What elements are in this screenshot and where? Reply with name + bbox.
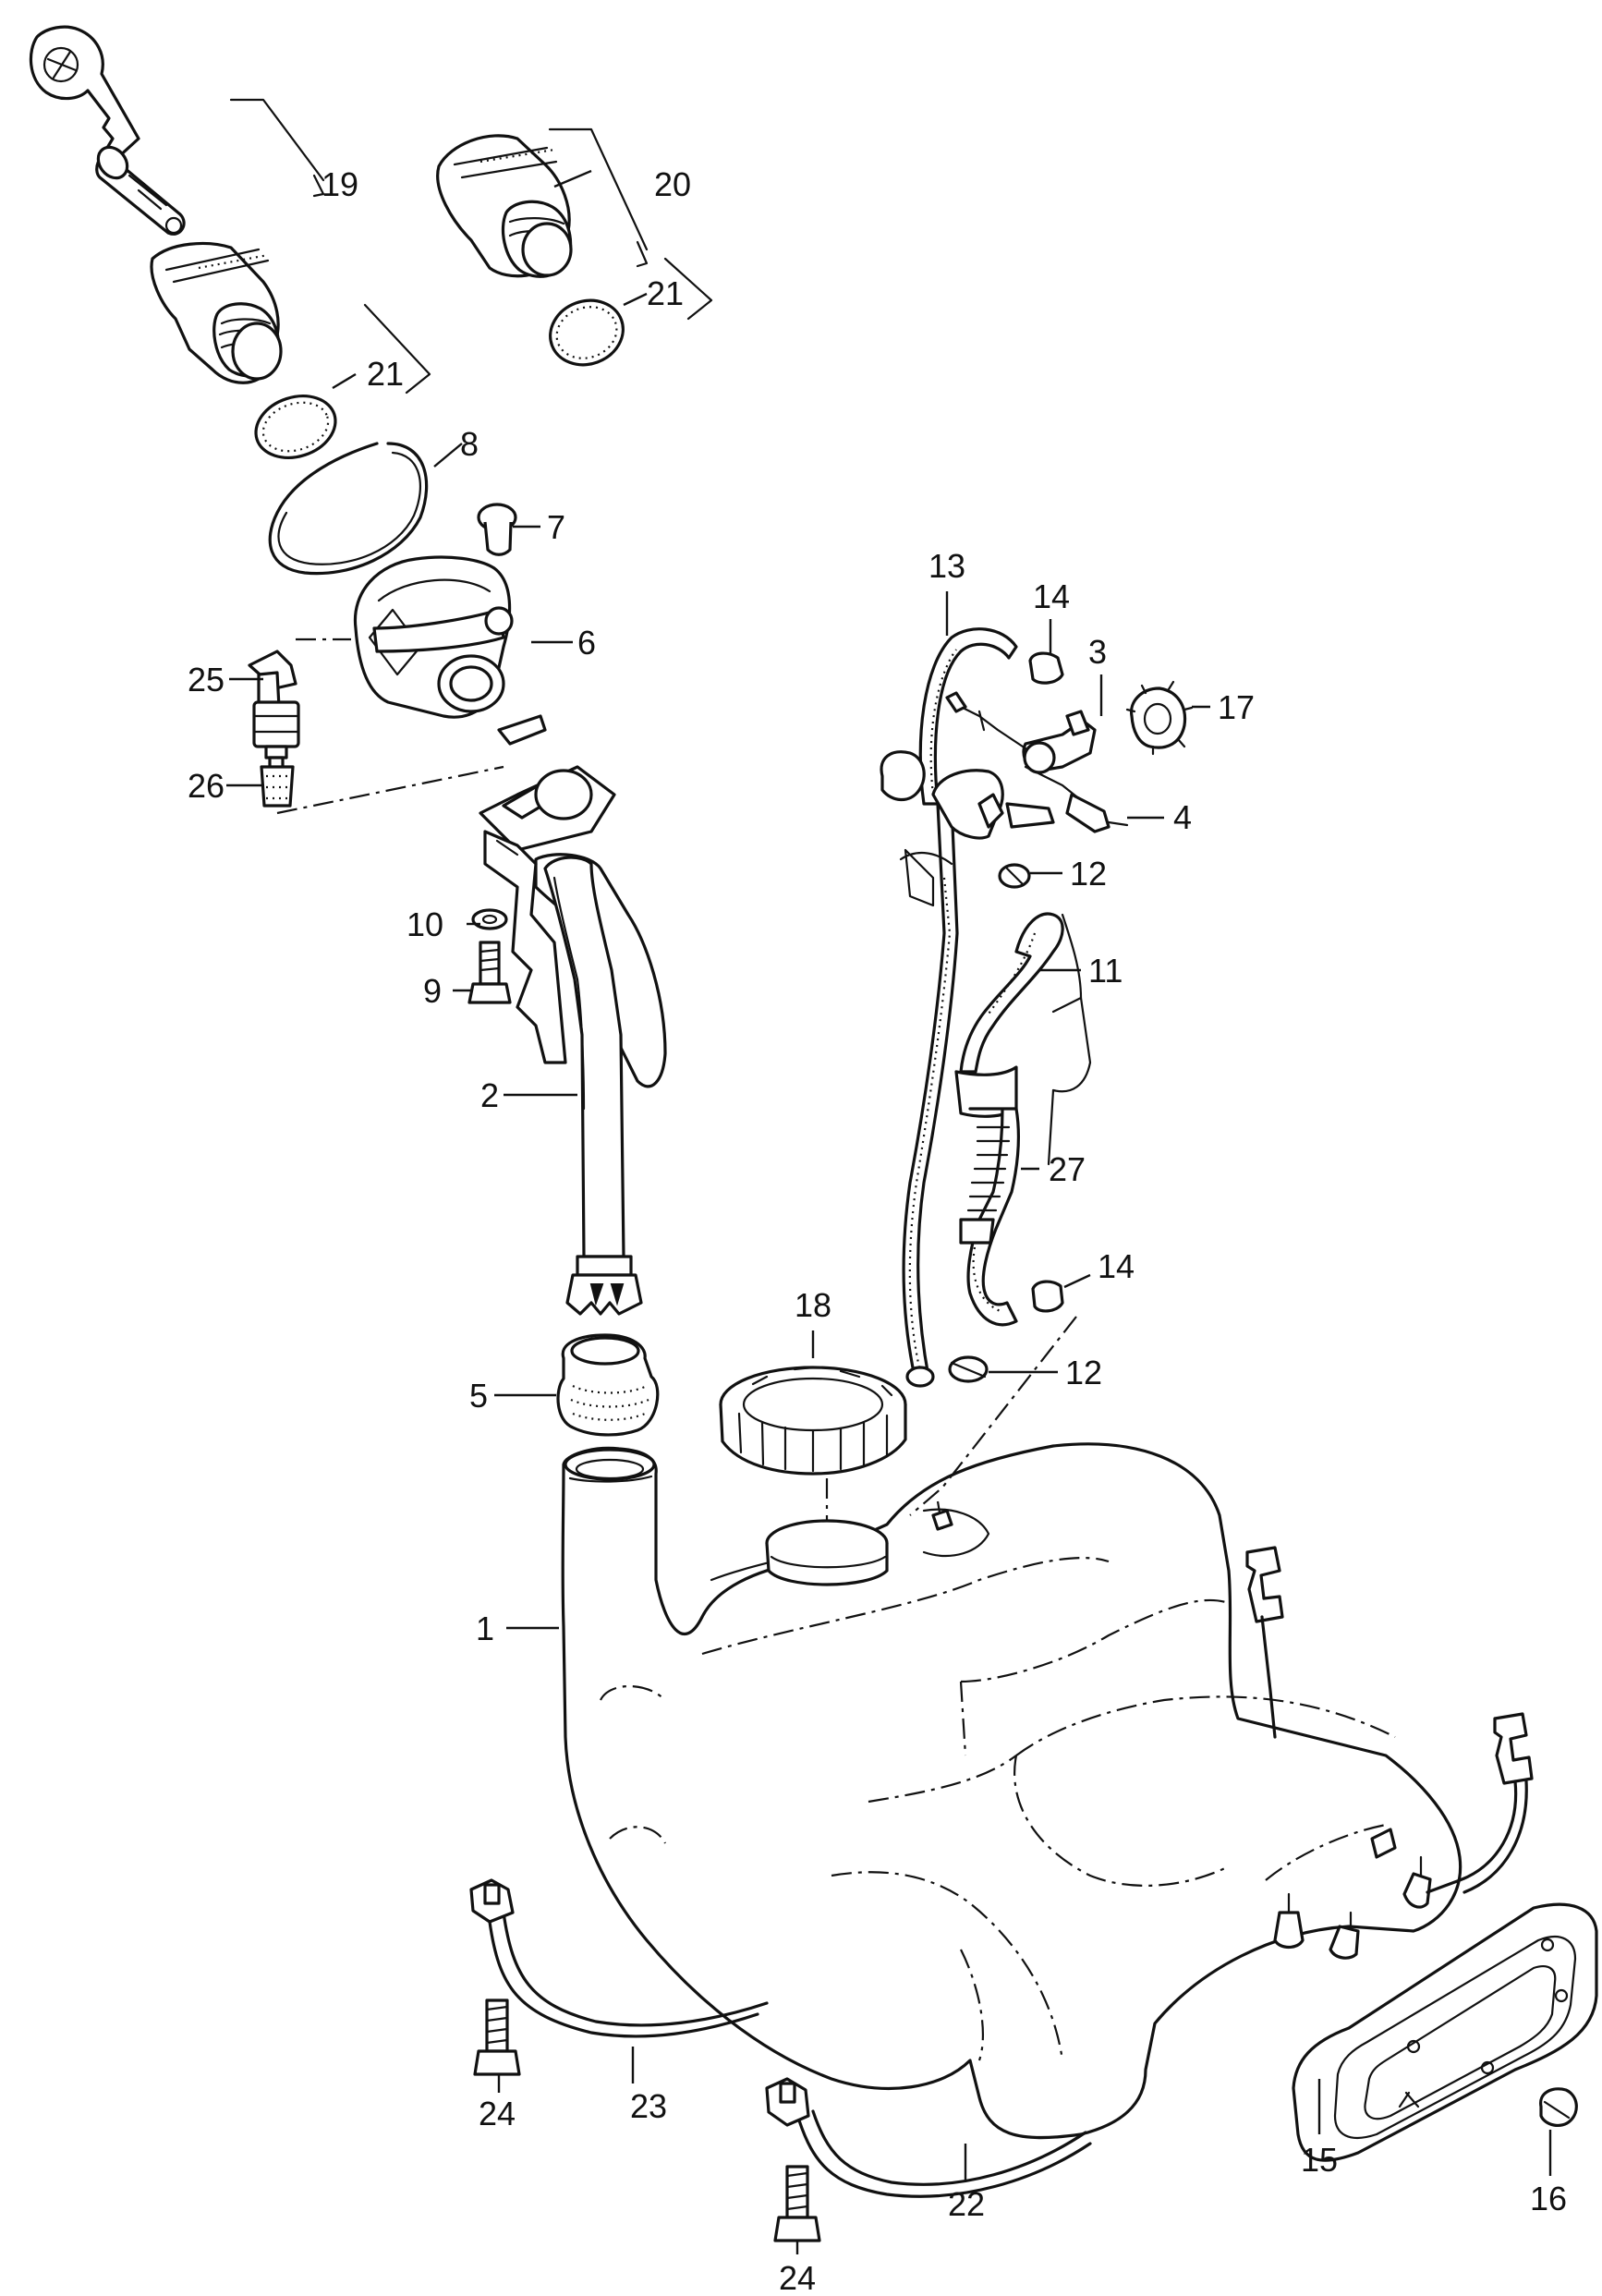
- part-6-filler-neck-housing: [353, 555, 547, 746]
- callout-13: 13: [928, 547, 965, 585]
- callout-4: 4: [1173, 798, 1192, 836]
- part-21-seal-ring-upper: [549, 298, 625, 367]
- vent-connector-bracket: [880, 750, 1092, 1166]
- callout-7: 7: [547, 508, 565, 546]
- part-14-hose-clamp-lower: [1031, 1280, 1064, 1313]
- key-drawing: [29, 25, 140, 161]
- callout-9: 9: [423, 972, 442, 1010]
- strap-hanger-right-upper: [1245, 1546, 1284, 1739]
- part-13-breather-hose: [902, 627, 1018, 1388]
- part-4-connector-plug: [1024, 765, 1129, 833]
- callout-12-lower: 12: [1065, 1354, 1102, 1391]
- part-12-clip-lower: [948, 1355, 989, 1383]
- part-24-bolt-right: [773, 2165, 821, 2242]
- locking-fuel-cap-drawing: [150, 241, 283, 384]
- callout-2: 2: [480, 1076, 499, 1114]
- part-5-grommet: [556, 1333, 660, 1437]
- callout-14-upper: 14: [1033, 577, 1070, 615]
- part-1-fuel-tank: [561, 1442, 1462, 2140]
- bracket-19: [229, 98, 431, 395]
- part-26-filter-sleeve: [260, 765, 295, 808]
- strap-hanger-right-lower: [1426, 1712, 1534, 1894]
- part-24-bolt-left: [473, 1998, 521, 2076]
- part-9-bolt: [467, 941, 512, 1004]
- callout-21-upper: 21: [647, 274, 684, 312]
- leader-lines: [226, 169, 1552, 2254]
- part-22-tank-strap: [765, 2077, 1092, 2198]
- callout-26: 26: [188, 767, 225, 805]
- part-16-clip: [1539, 2087, 1578, 2128]
- part-19-locking-cap-assembly: [29, 25, 431, 395]
- part-20-fuel-cap: [436, 128, 713, 321]
- part-25-vent-valve: [248, 650, 300, 784]
- callout-8: 8: [460, 425, 479, 463]
- part-14-hose-clamp-upper: [1028, 651, 1064, 685]
- part-11-vent-hose: [959, 912, 1064, 1074]
- callout-labels: 1 2 3 4 5 6 7 8 9 10 11 12 12 13 14 14 1…: [188, 165, 1567, 2296]
- callout-6: 6: [577, 624, 596, 662]
- part-21-seal-ring-lower: [254, 395, 337, 459]
- callout-22: 22: [948, 2185, 985, 2223]
- callout-19: 19: [322, 165, 358, 203]
- callout-20: 20: [654, 165, 691, 203]
- part-3-sender-connector: [945, 691, 1097, 774]
- part-18-locking-ring: [719, 1366, 907, 1476]
- callout-23: 23: [630, 2087, 667, 2125]
- callout-12-upper: 12: [1070, 855, 1107, 893]
- part-12-clip-upper: [998, 863, 1031, 889]
- callout-14-lower: 14: [1098, 1247, 1135, 1285]
- part-10-washer: [471, 908, 508, 930]
- callout-16: 16: [1530, 2180, 1567, 2217]
- part-27-corrugated-hose: [954, 1065, 1021, 1327]
- part-7-plug: [477, 503, 517, 556]
- callout-5: 5: [469, 1377, 488, 1415]
- part-23-tank-strap: [469, 1878, 769, 2038]
- callout-24-right: 24: [779, 2259, 816, 2296]
- callout-25: 25: [188, 661, 225, 699]
- callout-1: 1: [476, 1610, 494, 1647]
- callout-24-left: 24: [479, 2095, 516, 2132]
- callout-21-lower: 21: [367, 355, 404, 393]
- callout-27: 27: [1049, 1150, 1086, 1188]
- callout-18: 18: [795, 1286, 831, 1324]
- callout-15: 15: [1301, 2141, 1338, 2179]
- lock-cylinder-drawing: [95, 145, 186, 236]
- callout-3: 3: [1088, 633, 1107, 671]
- part-8-snap-ring: [268, 442, 429, 576]
- callout-11: 11: [1088, 952, 1123, 990]
- callout-10: 10: [407, 905, 443, 943]
- callout-17: 17: [1218, 688, 1255, 726]
- part-17-union-nut: [1125, 680, 1194, 756]
- part-2-filler-pipe: [479, 765, 667, 1316]
- part-15-cover-plate: [1292, 1902, 1598, 2162]
